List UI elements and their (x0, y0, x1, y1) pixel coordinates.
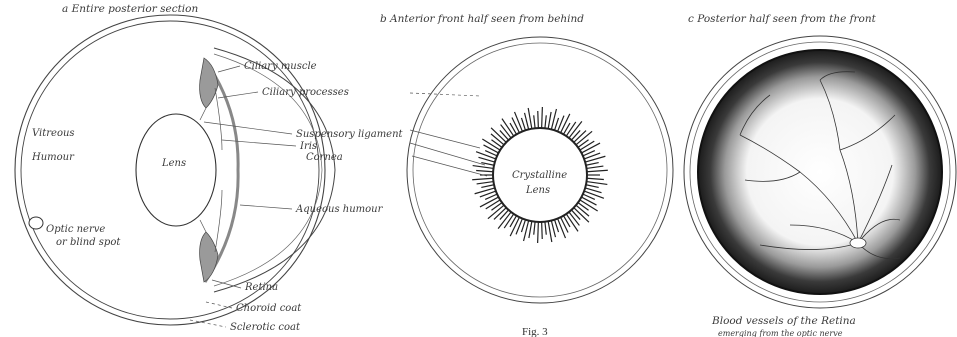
panel-c: c Posterior half seen from the front Blo… (684, 13, 956, 337)
ciliary-process-ray (580, 141, 594, 150)
label-lens: Lens (161, 158, 186, 169)
ciliary-process-ray (500, 130, 509, 140)
label-vitreous-line1: Vitreous (32, 128, 75, 139)
optic-nerve-spot (29, 217, 43, 229)
label-optic-nerve-line1: Optic nerve (46, 224, 105, 235)
label-crystalline-line1: Crystalline (512, 170, 567, 181)
ciliary-process-ray (500, 210, 509, 220)
label-vitreous-line2: Humour (31, 152, 75, 163)
ciliary-process-ray (510, 217, 519, 236)
ciliary-body-top (200, 58, 218, 108)
ciliary-process-ray (473, 166, 494, 169)
ciliary-process-ray (574, 131, 586, 143)
panel-b-caption: b Anterior front half seen from behind (380, 13, 584, 25)
ciliary-process-ray (558, 219, 566, 238)
ciliary-body-bottom (200, 232, 218, 282)
ciliary-process-ray (542, 222, 543, 239)
ciliary-process-ray (515, 112, 523, 131)
ciliary-process-ray (586, 163, 599, 166)
ciliary-process-ray (483, 145, 498, 153)
cornea-outline (214, 48, 335, 292)
lens-shape (136, 114, 216, 226)
ciliary-process-ray (571, 210, 580, 220)
ciliary-process-ray (501, 125, 511, 138)
ciliary-process-ray (538, 222, 539, 243)
ciliary-process-ray (545, 222, 546, 235)
label-suspensory-ligament: Suspensory ligament (296, 129, 404, 140)
ciliary-process-ray (486, 200, 500, 209)
label-iris: Iris (299, 141, 317, 152)
ciliary-process-ray (576, 205, 589, 216)
label-crystalline-line2: Lens (525, 185, 550, 196)
ciliary-process-ray (491, 134, 504, 145)
ciliary-process-ray (525, 113, 529, 129)
ciliary-process-ray (542, 107, 543, 128)
ciliary-process-ray (551, 221, 555, 237)
ciliary-process-ray (481, 185, 494, 188)
ciliary-process-ray (529, 221, 532, 238)
ciliary-process-ray (534, 115, 535, 128)
ciliary-process-ray (587, 170, 608, 171)
ciliary-process-ray (566, 122, 576, 136)
ciliary-process-ray (587, 178, 604, 179)
panel-c-bottom-caption-2: emerging from the optic nerve (718, 329, 843, 337)
ciliary-process-ray (548, 112, 551, 129)
label-ciliary-muscle: Ciliary muscle (244, 61, 317, 72)
ciliary-process-ray (476, 171, 493, 172)
ciliary-process-ray (472, 178, 493, 179)
ciliary-process-ray (586, 185, 599, 188)
iris-bottom (215, 190, 222, 252)
label-retina: Retina (244, 282, 278, 293)
label-ciliary-processes: Ciliary processes (262, 87, 349, 98)
ciliary-process-ray (521, 220, 525, 232)
label-choroid-coat: Choroid coat (236, 303, 302, 314)
panel-a-caption: a Entire posterior section (62, 3, 198, 15)
panel-c-bottom-caption-1: Blood vessels of the Retina (711, 315, 856, 327)
ciliary-process-ray (555, 118, 559, 130)
ciliary-process-ray (561, 114, 570, 133)
ciliary-process-ray (571, 130, 580, 140)
ciliary-process-ray (587, 166, 604, 168)
ciliary-process-ray (548, 221, 552, 242)
ciliary-process-ray (504, 214, 514, 228)
label-sclerotic-coat: Sclerotic coat (230, 322, 301, 333)
label-aqueous-humour: Aqueous humour (295, 204, 384, 215)
ciliary-process-ray (521, 118, 525, 130)
retina-disc (698, 50, 942, 294)
ciliary-process-ray (569, 212, 579, 225)
ciliary-process-ray (545, 115, 546, 128)
figure-label: Fig. 3 (522, 326, 548, 337)
panel-a: a Entire posterior section Ciliary muscl… (15, 3, 404, 333)
ciliary-process-ray (494, 208, 506, 220)
optic-disc (850, 238, 866, 248)
panel-c-caption: c Posterior half seen from the front (688, 13, 877, 25)
ciliary-process-ray (555, 220, 559, 232)
ciliary-process-ray (534, 222, 535, 235)
label-cornea: Cornea (306, 152, 343, 163)
ciliary-process-ray (477, 182, 494, 184)
ciliary-process-ray (587, 182, 608, 185)
panel-b: b Anterior front half seen from behind C… (380, 13, 673, 337)
ciliary-process-ray (581, 197, 596, 205)
label-optic-nerve-line2: or blind spot (56, 237, 121, 248)
ciliary-process-ray (528, 108, 532, 129)
ciliary-process-ray (538, 111, 539, 128)
